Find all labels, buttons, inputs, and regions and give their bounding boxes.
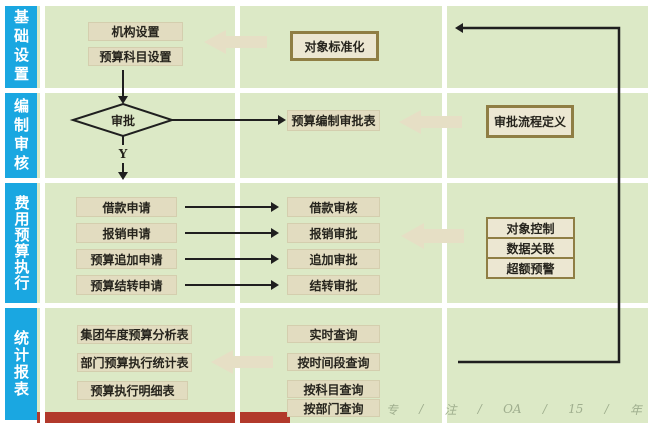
- control-box-stack: 对象控制 数据关联 超额预警: [486, 217, 575, 279]
- grid-vline-1: [40, 6, 45, 423]
- accent-red-bar: [37, 412, 290, 423]
- sidebar-label: 基础设置: [12, 9, 30, 85]
- grid-vline-2: [235, 6, 240, 426]
- watermark-slash: /: [604, 402, 609, 416]
- watermark-item: 注: [444, 402, 457, 417]
- grid-hline-3: [37, 303, 648, 308]
- grid-vline-3: [442, 6, 447, 423]
- sidebar-section-budget-execution: 费用预算执行: [5, 183, 37, 303]
- sidebar-section-compilation-review: 编制审核: [5, 93, 37, 178]
- box-carryover-approval: 结转审批: [287, 275, 380, 295]
- box-object-control: 对象控制: [486, 217, 575, 239]
- watermark-item: 年: [629, 402, 642, 417]
- box-budget-approval-sheet: 预算编制审批表: [287, 110, 380, 131]
- box-realtime-query: 实时查询: [287, 325, 380, 343]
- diamond-approval-label: 审批: [110, 113, 135, 128]
- watermark-slash: /: [419, 402, 424, 416]
- box-budget-carryover-request: 预算结转申请: [76, 275, 177, 295]
- box-object-standardization: 对象标准化: [290, 31, 379, 61]
- box-department-query: 按部门查询: [287, 399, 380, 417]
- box-reimburse-approval: 报销审批: [287, 223, 380, 243]
- label-yes: Y: [118, 147, 128, 161]
- sidebar-label: 统计报表: [12, 330, 30, 398]
- watermark-item: 专: [386, 402, 399, 417]
- sidebar-label: 编制审核: [12, 97, 30, 174]
- box-time-range-query: 按时间段查询: [287, 353, 380, 371]
- box-loan-request: 借款申请: [76, 197, 177, 217]
- sidebar-label: 费用预算执行: [12, 195, 31, 291]
- box-subject-query: 按科目查询: [287, 380, 380, 398]
- box-data-association: 数据关联: [486, 237, 575, 259]
- watermark-item: OA: [503, 402, 522, 416]
- watermark-slash: /: [477, 402, 482, 416]
- box-append-approval: 追加审批: [287, 249, 380, 269]
- watermark-item: 15: [568, 402, 584, 416]
- box-budget-subject-setup: 预算科目设置: [88, 47, 183, 66]
- watermark-slash: /: [542, 402, 547, 416]
- sidebar-section-basic-settings: 基础设置: [5, 6, 37, 88]
- box-group-annual-budget-analysis: 集团年度预算分析表: [77, 325, 192, 344]
- box-over-limit-warning: 超额预警: [486, 257, 575, 279]
- box-org-setup: 机构设置: [88, 22, 183, 41]
- box-reimburse-request: 报销申请: [76, 223, 177, 243]
- box-loan-review: 借款审核: [287, 197, 380, 217]
- grid-hline-1: [37, 88, 648, 93]
- sidebar-section-statistics-reports: 统计报表: [5, 308, 37, 420]
- box-budget-append-request: 预算追加申请: [76, 249, 177, 269]
- box-dept-budget-execution-stats: 部门预算执行统计表: [77, 353, 192, 372]
- grid-hline-2: [37, 178, 648, 183]
- box-approval-process-definition: 审批流程定义: [486, 105, 574, 138]
- box-budget-execution-detail: 预算执行明细表: [77, 381, 188, 400]
- watermark-text: 专 / 注 / OA / 15 / 年: [386, 401, 642, 417]
